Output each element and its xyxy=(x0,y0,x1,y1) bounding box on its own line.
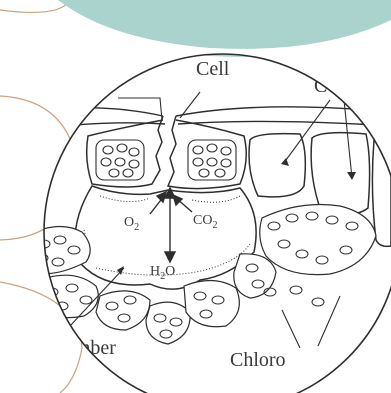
guard-cell-right-chloroplasts xyxy=(188,140,236,180)
teal-header-band xyxy=(58,0,391,49)
epidermal-cell-label-line2: Cell xyxy=(314,75,348,97)
guard-cell-left-chloroplasts xyxy=(96,140,144,180)
epidermal-cell-label-line1: Ep xyxy=(312,49,334,71)
top-left-arc xyxy=(0,0,70,12)
chamber-label: amber xyxy=(66,337,116,359)
stoma-label: Stoma xyxy=(40,89,91,111)
guard-cell-label-line2: Cell xyxy=(196,58,230,80)
chloroplast-label: Chloro xyxy=(230,349,286,371)
